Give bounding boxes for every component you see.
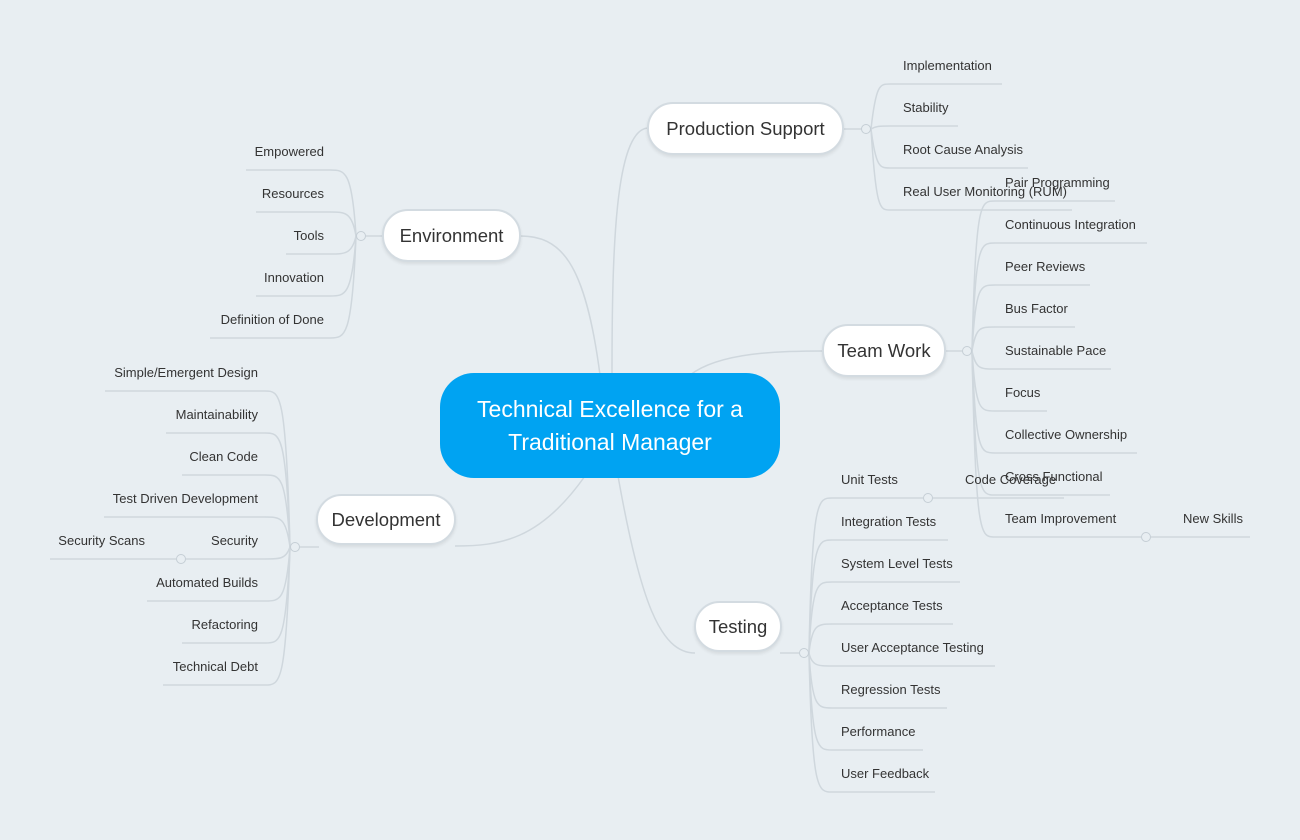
subtopic-automated-builds[interactable]: Automated Builds bbox=[156, 575, 258, 590]
subtopic-maintainability[interactable]: Maintainability bbox=[175, 407, 258, 422]
central-topic-line1: Technical Excellence for a bbox=[477, 395, 743, 422]
subtopic-unit-tests[interactable]: Unit Tests bbox=[841, 472, 898, 487]
link-central-environment bbox=[519, 235, 601, 376]
subtopic-technical-debt[interactable]: Technical Debt bbox=[172, 659, 258, 674]
subtopic-uat[interactable]: User Acceptance Testing bbox=[841, 640, 984, 655]
subtopic-cross-functional[interactable]: Cross Functional bbox=[1005, 469, 1103, 484]
subtopic-definition-of-done[interactable]: Definition of Done bbox=[220, 312, 324, 327]
subtopic-code-coverage[interactable]: Code Coverage bbox=[965, 472, 1057, 487]
subtopic-root-cause-analysis[interactable]: Root Cause Analysis bbox=[903, 142, 1023, 157]
link-central-production bbox=[611, 127, 649, 376]
subtopic-collective-ownership[interactable]: Collective Ownership bbox=[1005, 427, 1128, 442]
link-central-teamwork bbox=[689, 350, 824, 376]
subtopic-regression-tests[interactable]: Regression Tests bbox=[841, 682, 941, 697]
subtopic-implementation[interactable]: Implementation bbox=[903, 58, 992, 73]
subtopic-pair-programming[interactable]: Pair Programming bbox=[1005, 175, 1110, 190]
subtopic-focus[interactable]: Focus bbox=[1005, 385, 1041, 400]
subtopic-security-scans[interactable]: Security Scans bbox=[58, 533, 145, 548]
subtopic-team-improvement[interactable]: Team Improvement bbox=[1005, 511, 1117, 526]
subtopic-resources[interactable]: Resources bbox=[261, 186, 324, 201]
subtopic-continuous-integration[interactable]: Continuous Integration bbox=[1005, 217, 1136, 232]
collapse-toggle-production[interactable] bbox=[861, 124, 871, 134]
subtopic-empowered[interactable]: Empowered bbox=[254, 144, 324, 159]
branch-development[interactable]: Development bbox=[316, 494, 456, 545]
collapse-toggle-development[interactable] bbox=[290, 542, 300, 552]
subtopic-user-feedback[interactable]: User Feedback bbox=[841, 766, 930, 781]
subtopic-tdd[interactable]: Test Driven Development bbox=[112, 491, 258, 506]
link-central-testing bbox=[617, 475, 696, 654]
subtopic-clean-code[interactable]: Clean Code bbox=[189, 449, 258, 464]
branch-environment[interactable]: Environment bbox=[382, 209, 521, 262]
subtopic-innovation[interactable]: Innovation bbox=[264, 270, 324, 285]
collapse-toggle-environment[interactable] bbox=[356, 231, 366, 241]
subtopic-new-skills[interactable]: New Skills bbox=[1183, 511, 1243, 526]
branch-production-support[interactable]: Production Support bbox=[647, 102, 844, 155]
subtopic-peer-reviews[interactable]: Peer Reviews bbox=[1005, 259, 1086, 274]
branch-team-work[interactable]: Team Work bbox=[822, 324, 946, 377]
subtopic-system-level-tests[interactable]: System Level Tests bbox=[841, 556, 953, 571]
subtopic-tools[interactable]: Tools bbox=[293, 228, 324, 243]
collapse-toggle-teamwork[interactable] bbox=[962, 346, 972, 356]
subtopic-bus-factor[interactable]: Bus Factor bbox=[1005, 301, 1068, 316]
subtopic-security[interactable]: Security bbox=[211, 533, 258, 548]
collapse-toggle-team-improvement[interactable] bbox=[1141, 532, 1151, 542]
central-topic-line2: Traditional Manager bbox=[508, 428, 712, 455]
subtopic-integration-tests[interactable]: Integration Tests bbox=[841, 514, 937, 529]
collapse-toggle-testing[interactable] bbox=[799, 648, 809, 658]
subtopic-refactoring[interactable]: Refactoring bbox=[191, 617, 258, 632]
subtopic-sustainable-pace[interactable]: Sustainable Pace bbox=[1005, 343, 1107, 358]
central-topic[interactable]: Technical Excellence for a Traditional M… bbox=[440, 373, 780, 478]
subtopic-stability[interactable]: Stability bbox=[903, 100, 949, 115]
subtopic-acceptance-tests[interactable]: Acceptance Tests bbox=[841, 598, 943, 613]
collapse-toggle-security[interactable] bbox=[176, 554, 186, 564]
collapse-toggle-unit-tests[interactable] bbox=[923, 493, 933, 503]
link-central-development bbox=[454, 475, 586, 547]
subtopic-rum[interactable]: Real User Monitoring (RUM) bbox=[903, 184, 1067, 199]
subtopic-simple-emergent-design[interactable]: Simple/Emergent Design bbox=[114, 365, 258, 380]
branch-testing[interactable]: Testing bbox=[694, 601, 782, 652]
subtopic-performance[interactable]: Performance bbox=[841, 724, 916, 739]
